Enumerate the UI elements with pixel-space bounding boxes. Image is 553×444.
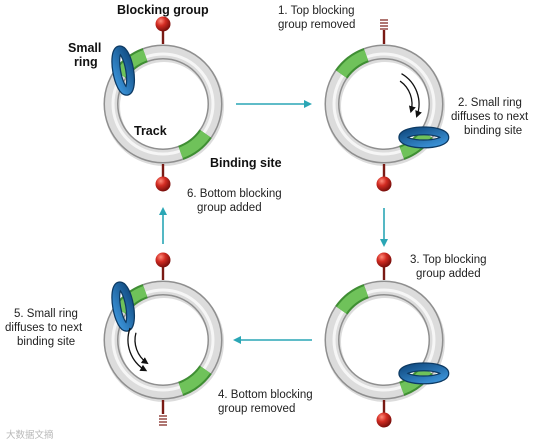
- small-ring: [112, 282, 134, 331]
- binding-site-2: [178, 130, 211, 159]
- labels: Blocking group Small ring Track Binding …: [5, 3, 529, 441]
- diffusion-arrow-2: [399, 80, 416, 114]
- track-highlight: [111, 288, 215, 392]
- track-highlight: [111, 52, 215, 156]
- small-ring: [399, 127, 449, 148]
- bottom-blocking-group: [376, 176, 392, 192]
- blocking-group-label: Blocking group: [117, 3, 209, 17]
- bottom-blocking-group: [155, 176, 171, 192]
- track-highlight: [332, 288, 436, 392]
- stage-3: [324, 252, 450, 428]
- track-ring: [105, 282, 221, 398]
- step-2-label-line-3: binding site: [464, 125, 522, 137]
- diffusion-arrow-1: [401, 73, 422, 118]
- small-ring: [112, 46, 134, 95]
- step-4-label-line-1: 4. Bottom blocking: [218, 389, 313, 401]
- binding-site-1: [336, 285, 369, 314]
- step-4-label-line-2: group removed: [218, 403, 295, 415]
- stage-1: [103, 16, 224, 192]
- step-5-label-line-1: 5. Small ring: [14, 308, 78, 320]
- stage-2: [324, 19, 450, 192]
- binding-site-1: [336, 49, 369, 78]
- track-ring: [326, 46, 442, 162]
- track-ring: [326, 282, 442, 398]
- small-ring-label-line-1: Small: [68, 41, 101, 55]
- small-ring-label-line-2: ring: [74, 55, 98, 69]
- step-2-label-line-2: diffuses to next: [451, 111, 529, 123]
- track-highlight: [332, 52, 436, 156]
- step-6-label-line-2: group added: [197, 202, 262, 214]
- flow-arrows: [159, 100, 388, 344]
- step-1-label-line-2: group removed: [278, 19, 355, 31]
- step-3-label-line-1: 3. Top blocking: [410, 254, 487, 266]
- step-2-label-line-1: 2. Small ring: [458, 97, 522, 109]
- small-ring: [399, 363, 449, 384]
- diffusion-arrow-1: [127, 327, 148, 372]
- track-ring: [105, 46, 221, 162]
- binding-site-2: [178, 366, 211, 395]
- bottom-blocking-group: [376, 412, 392, 428]
- top-blocking-group: [155, 252, 171, 268]
- top-blocking-group: [155, 16, 171, 32]
- watermark: 大数据文摘: [6, 429, 54, 441]
- track-label: Track: [134, 124, 167, 138]
- step-5-label-line-3: binding site: [17, 336, 75, 348]
- step-5-label-line-2: diffuses to next: [5, 322, 83, 334]
- step-1-label-line-1: 1. Top blocking: [278, 5, 355, 17]
- step-6-label-line-1: 6. Bottom blocking: [187, 188, 282, 200]
- binding-site-label: Binding site: [210, 156, 282, 170]
- stage-4: [103, 252, 224, 426]
- top-blocking-group: [376, 252, 392, 268]
- stages: [103, 16, 450, 428]
- diffusion-arrow-2: [134, 332, 149, 365]
- step-3-label-line-2: group added: [416, 268, 481, 280]
